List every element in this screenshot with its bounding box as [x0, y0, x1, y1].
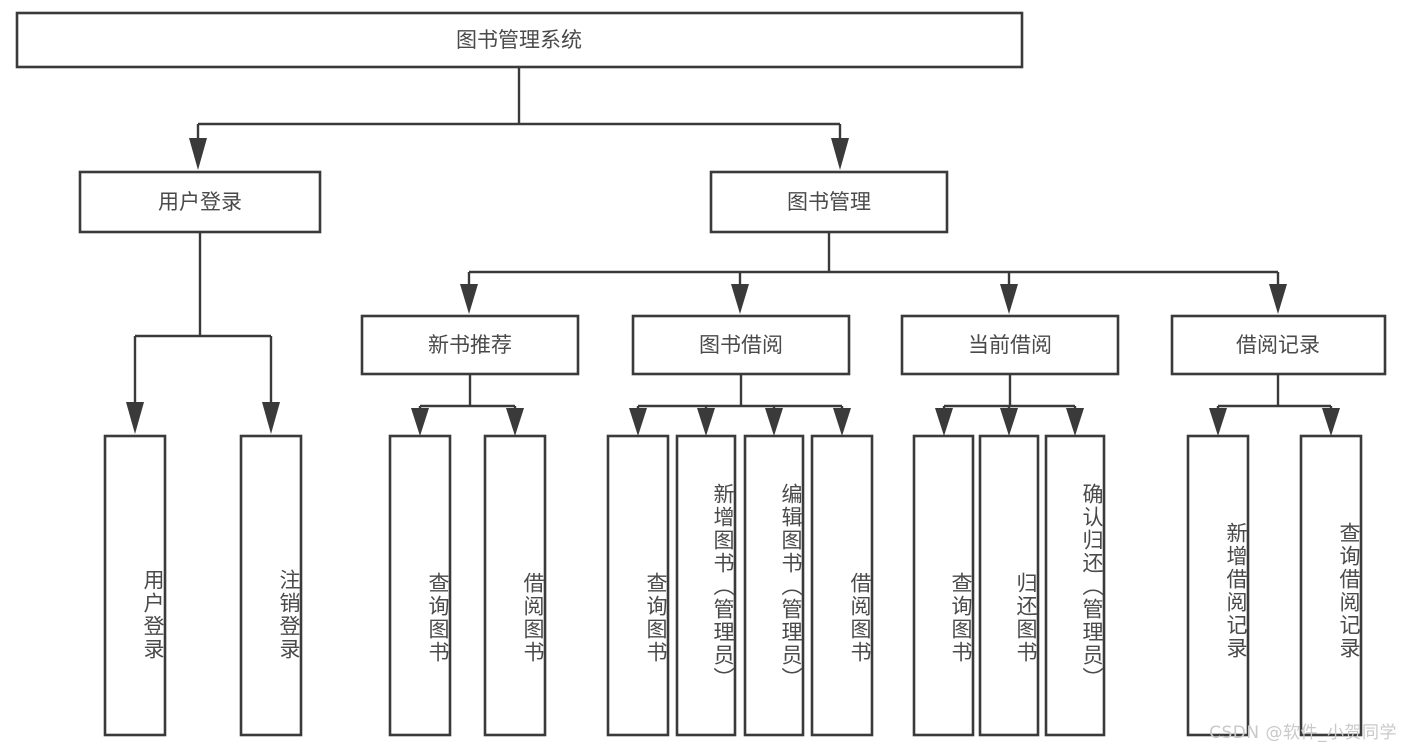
leaf-box-nbr-borrow-book[interactable]	[483, 434, 547, 737]
arrow-br-leaf-1	[1209, 408, 1227, 436]
csdn-watermark: CSDN @软件_小贺同学	[1209, 723, 1397, 743]
connector-new-book-recommend-to-leaves	[411, 374, 524, 436]
connector-book-mgmt-to-level3	[460, 232, 1287, 314]
connector-root-to-level2	[189, 67, 849, 170]
node-borrow-record-label: 借阅记录	[1236, 333, 1320, 357]
node-root[interactable]: 图书管理系统	[15, 11, 1024, 69]
arrow-br-leaf-2	[1322, 408, 1340, 436]
arrow-root-to-user-login	[189, 138, 207, 170]
arrow-bb-leaf-3	[765, 408, 783, 436]
node-book-borrow[interactable]: 图书借阅	[631, 314, 851, 376]
arrow-bb-leaf-2	[697, 408, 715, 436]
leaf-box-br-query-record[interactable]	[1299, 434, 1363, 737]
node-book-borrow-label: 图书借阅	[699, 333, 783, 357]
node-borrow-record[interactable]: 借阅记录	[1170, 314, 1387, 376]
node-current-borrow[interactable]: 当前借阅	[900, 314, 1120, 376]
arrow-to-current-borrow	[1000, 284, 1018, 314]
node-root-label: 图书管理系统	[456, 28, 582, 52]
node-book-management-box[interactable]	[709, 170, 949, 234]
connector-user-login-to-leaves	[126, 232, 280, 434]
node-new-book-recommend-box[interactable]	[360, 314, 580, 376]
leaf-box-bb-query-book[interactable]	[606, 434, 670, 737]
leaf-box-nbr-query-book[interactable]	[388, 434, 452, 737]
arrow-cb-leaf-1	[935, 408, 953, 436]
node-current-borrow-box[interactable]	[900, 314, 1120, 376]
arrow-to-leaf-user-login	[126, 402, 144, 434]
leaf-box-cb-query-book[interactable]	[912, 434, 975, 737]
arrow-to-book-borrow	[731, 284, 749, 314]
arrow-to-new-book-recommend	[460, 284, 478, 314]
leaf-box-cb-return-book[interactable]	[978, 434, 1040, 737]
leaf-box-user-login[interactable]	[103, 434, 167, 737]
node-book-management-label: 图书管理	[787, 190, 871, 214]
node-book-management[interactable]: 图书管理	[709, 170, 949, 234]
node-book-borrow-box[interactable]	[631, 314, 851, 376]
leaf-box-bb-add-book[interactable]	[675, 434, 737, 737]
node-new-book-recommend[interactable]: 新书推荐	[360, 314, 580, 376]
connector-current-borrow-to-leaves	[935, 374, 1084, 436]
leaf-box-logout[interactable]	[239, 434, 303, 737]
node-borrow-record-box[interactable]	[1170, 314, 1387, 376]
arrow-bb-leaf-4	[833, 408, 851, 436]
leaf-box-cb-confirm-return[interactable]	[1044, 434, 1106, 737]
node-new-book-recommend-label: 新书推荐	[428, 333, 512, 357]
arrow-to-borrow-record	[1269, 284, 1287, 314]
leaf-box-br-add-record[interactable]	[1186, 434, 1250, 737]
node-user-login[interactable]: 用户登录	[78, 170, 322, 234]
arrow-nbr-leaf-2	[506, 408, 524, 436]
arrow-bb-leaf-1	[629, 408, 647, 436]
leaf-box-bb-edit-book[interactable]	[743, 434, 805, 737]
arrow-to-leaf-logout	[262, 402, 280, 434]
arrow-cb-leaf-2	[1000, 408, 1018, 436]
connector-borrow-record-to-leaves	[1209, 374, 1340, 436]
arrow-cb-leaf-3	[1066, 408, 1084, 436]
connector-book-borrow-to-leaves	[629, 374, 851, 436]
arrow-nbr-leaf-1	[411, 408, 429, 436]
node-current-borrow-label: 当前借阅	[968, 333, 1052, 357]
node-root-box[interactable]	[15, 11, 1024, 69]
node-user-login-label: 用户登录	[158, 190, 242, 214]
leaf-box-bb-borrow-book[interactable]	[810, 434, 874, 737]
arrow-root-to-book-mgmt	[831, 138, 849, 170]
